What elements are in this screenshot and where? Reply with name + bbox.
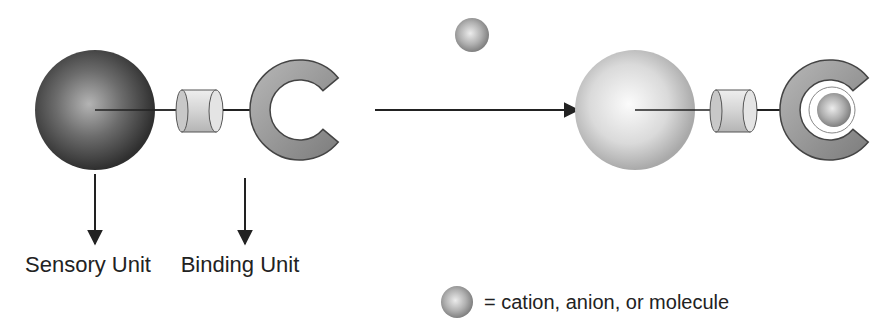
spacer-line (95, 109, 155, 111)
spacer-line (635, 109, 716, 111)
leader-arrow (94, 174, 96, 244)
spacer-line (95, 109, 182, 111)
legend-sample-sphere (441, 286, 473, 318)
spacer-cylinder (176, 90, 223, 132)
legend-text: = cation, anion, or molecule (484, 290, 729, 314)
reaction-arrow (375, 109, 578, 111)
spacer-cylinder (710, 90, 757, 132)
guest-sphere (455, 18, 489, 52)
spacer-line (223, 109, 252, 111)
binding-c-shape (250, 60, 338, 160)
part-label: Binding Unit (181, 252, 300, 278)
bound-sensor (575, 50, 868, 170)
guest-sphere (817, 93, 851, 127)
leader-arrow (244, 178, 246, 244)
binding-c-shape (780, 60, 868, 160)
part-label: Sensory Unit (25, 252, 151, 278)
free-sensor (35, 50, 338, 170)
sensory-sphere (35, 50, 155, 170)
spacer-line (757, 109, 782, 111)
binding-ring (809, 87, 855, 133)
